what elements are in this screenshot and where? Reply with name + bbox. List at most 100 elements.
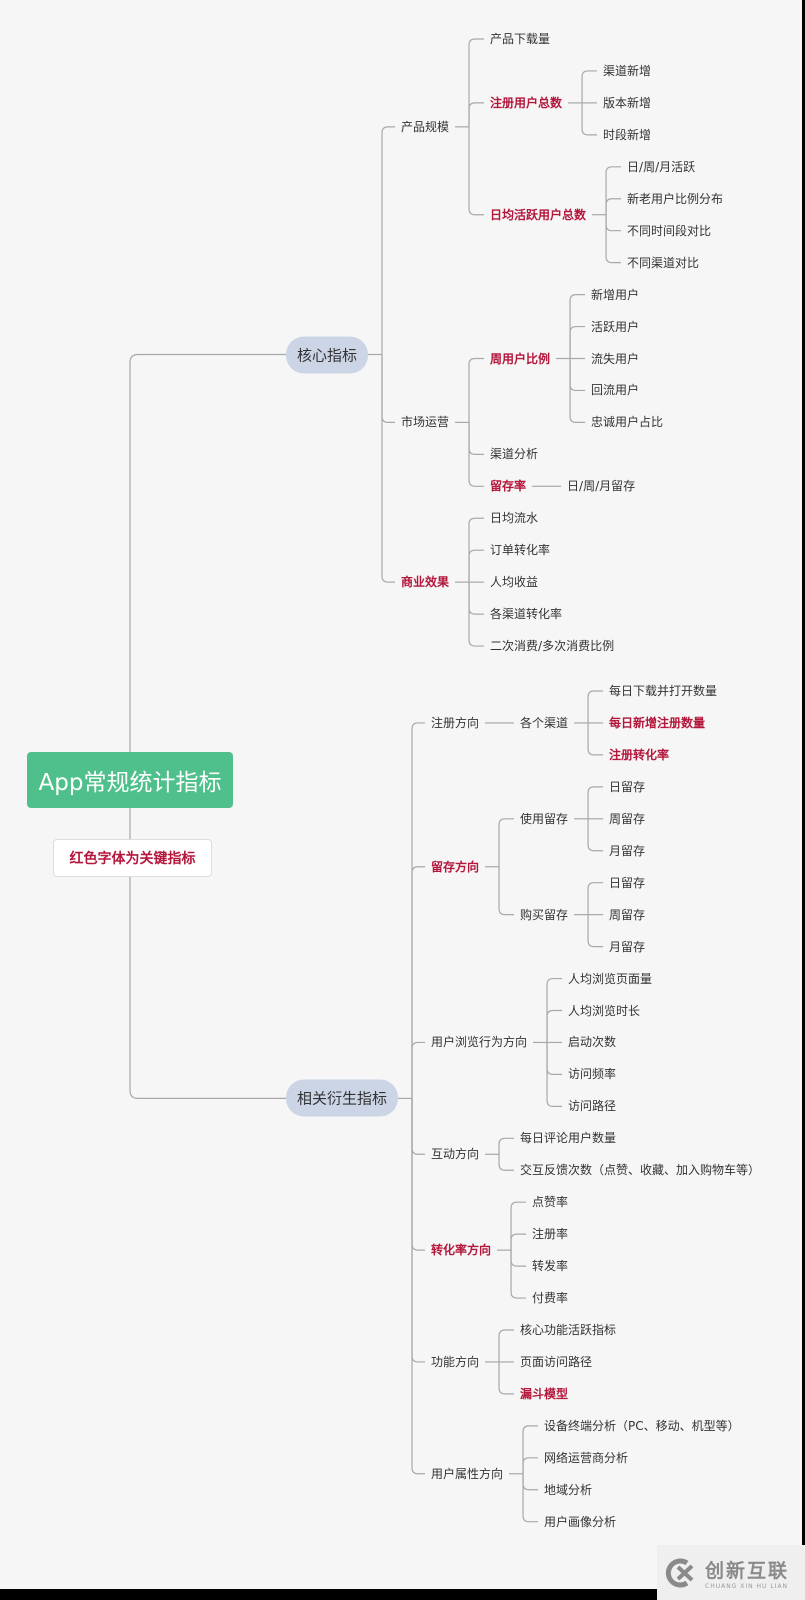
- leaf-node[interactable]: 日留存: [609, 875, 646, 890]
- leaf-node[interactable]: 访问路径: [568, 1099, 617, 1114]
- leaf-node[interactable]: 页面访问路径: [520, 1354, 593, 1369]
- leaf-node[interactable]: 点赞率: [532, 1195, 569, 1210]
- connector-line: [468, 582, 485, 647]
- connector-line: [468, 357, 485, 423]
- connector-line: [581, 102, 598, 136]
- branch-node[interactable]: 转化率方向: [431, 1243, 492, 1258]
- branch-node[interactable]: 产品规模: [401, 119, 450, 134]
- leaf-node[interactable]: 月留存: [609, 843, 646, 858]
- frame-border-right: [802, 0, 805, 1600]
- leaf-node[interactable]: 转发率: [532, 1259, 569, 1274]
- root-node[interactable]: App常规统计指标: [27, 752, 233, 808]
- leaf-node[interactable]: 网络运营商分析: [544, 1450, 629, 1465]
- leaf-node[interactable]: 各渠道转化率: [490, 607, 563, 622]
- leaf-node[interactable]: 产品下载量: [490, 32, 551, 46]
- connector-line: [510, 1250, 527, 1299]
- branch-node[interactable]: 购买留存: [520, 907, 569, 922]
- leaf-node[interactable]: 二次消费/多次消费比例: [490, 639, 615, 654]
- branch-node[interactable]: 周用户比例: [490, 351, 551, 366]
- leaf-node[interactable]: 人均浏览时长: [568, 1003, 641, 1018]
- leaf-node[interactable]: 用户画像分析: [544, 1514, 617, 1529]
- leaf-node[interactable]: 时段新增: [603, 127, 652, 142]
- leaf-node[interactable]: 忠诚用户占比: [591, 415, 664, 430]
- leaf-node[interactable]: 流失用户: [591, 351, 640, 366]
- leaf-node[interactable]: 回流用户: [591, 383, 640, 398]
- leaf-node[interactable]: 注册率: [532, 1227, 569, 1242]
- leaf-node[interactable]: 漏斗模型: [520, 1386, 569, 1401]
- connector-line: [381, 354, 396, 583]
- branch-node[interactable]: 注册用户总数: [490, 95, 563, 110]
- leaf-node[interactable]: 订单转化率: [490, 543, 551, 558]
- leaf-node[interactable]: 周留存: [609, 907, 646, 922]
- connector-line: [605, 198, 622, 215]
- leaf-node[interactable]: 交互反馈次数（点赞、收藏、加入购物车等）: [520, 1163, 761, 1178]
- leaf-node[interactable]: 地域分析: [544, 1482, 593, 1497]
- connector-line: [510, 1201, 527, 1251]
- leaf-node[interactable]: 启动次数: [568, 1035, 617, 1050]
- leaf-node[interactable]: 周留存: [609, 811, 646, 826]
- connector-line: [411, 1098, 426, 1363]
- connector-line: [468, 126, 485, 216]
- branch-node[interactable]: 市场运营: [401, 415, 450, 430]
- connector-line: [587, 722, 604, 756]
- branch-node[interactable]: 日均活跃用户总数: [490, 207, 587, 222]
- watermark-logo-icon: [665, 1558, 694, 1587]
- connector-line: [468, 549, 485, 583]
- leaf-node[interactable]: 每日评论用户数量: [520, 1131, 617, 1146]
- connector-line: [546, 1042, 563, 1075]
- leaf-node[interactable]: 日留存: [609, 779, 646, 794]
- branch-node[interactable]: 使用留存: [520, 811, 569, 826]
- connector-line: [411, 1098, 426, 1155]
- leaf-node[interactable]: 日/周/月活跃: [627, 159, 696, 174]
- connector-line: [129, 780, 286, 1099]
- leaf-node[interactable]: 不同渠道对比: [627, 255, 700, 270]
- connector-line: [522, 1473, 539, 1523]
- connector-line: [498, 1137, 515, 1155]
- connector-line: [587, 818, 604, 852]
- connector-line: [411, 722, 426, 1099]
- leaf-node[interactable]: 日/周/月留存: [567, 479, 636, 494]
- branch-node[interactable]: 互动方向: [431, 1147, 480, 1162]
- leaf-node[interactable]: 每日下载并打开数量: [609, 684, 718, 698]
- main-branch-core[interactable]: 核心指标: [286, 336, 369, 373]
- branch-node[interactable]: 注册方向: [431, 715, 480, 730]
- leaf-node[interactable]: 人均收益: [490, 575, 539, 590]
- connector-line: [569, 358, 586, 392]
- leaf-node[interactable]: 人均浏览页面量: [568, 971, 653, 986]
- connector-line: [498, 818, 515, 867]
- branch-node[interactable]: 商业效果: [401, 575, 450, 590]
- connector-line: [605, 214, 622, 264]
- branch-node[interactable]: 用户浏览行为方向: [431, 1035, 528, 1050]
- leaf-node[interactable]: 日均流水: [490, 511, 539, 526]
- leaf-node[interactable]: 付费率: [532, 1291, 569, 1306]
- leaf-node[interactable]: 核心功能活跃指标: [520, 1323, 617, 1337]
- leaf-node[interactable]: 不同时间段对比: [627, 223, 712, 238]
- connector-line: [587, 690, 604, 723]
- connector-line: [498, 1154, 515, 1171]
- branch-node[interactable]: 留存率: [490, 479, 527, 494]
- leaf-node[interactable]: 版本新增: [603, 95, 652, 110]
- connector-line: [129, 353, 286, 780]
- leaf-node[interactable]: 新增用户: [591, 287, 640, 302]
- branch-node[interactable]: 功能方向: [431, 1354, 480, 1369]
- leaf-node[interactable]: 渠道分析: [490, 447, 539, 462]
- connector-line: [411, 866, 426, 1099]
- leaf-node[interactable]: 新老用户比例分布: [627, 191, 724, 206]
- leaf-node[interactable]: 访问频率: [568, 1067, 617, 1082]
- branch-node[interactable]: 留存方向: [431, 859, 480, 874]
- connector-line: [411, 1098, 426, 1475]
- branch-node[interactable]: 各个渠道: [520, 715, 569, 730]
- connector-line: [522, 1457, 539, 1474]
- leaf-node[interactable]: 每日新增注册数量: [609, 715, 706, 730]
- watermark-name: 创新互联: [705, 1559, 790, 1582]
- leaf-node[interactable]: 渠道新增: [603, 63, 652, 78]
- leaf-node[interactable]: 注册转化率: [609, 747, 670, 762]
- legend-text: 红色字体为关键指标: [69, 851, 196, 867]
- leaf-node[interactable]: 活跃用户: [591, 319, 640, 334]
- connector-line: [411, 1041, 426, 1099]
- main-branch-derived[interactable]: 相关衍生指标: [286, 1079, 399, 1117]
- branch-node[interactable]: 用户属性方向: [431, 1466, 504, 1481]
- leaf-node[interactable]: 设备终端分析（PC、移动、机型等）: [544, 1418, 740, 1433]
- leaf-node[interactable]: 月留存: [609, 939, 646, 954]
- legend-note: 红色字体为关键指标: [53, 839, 212, 877]
